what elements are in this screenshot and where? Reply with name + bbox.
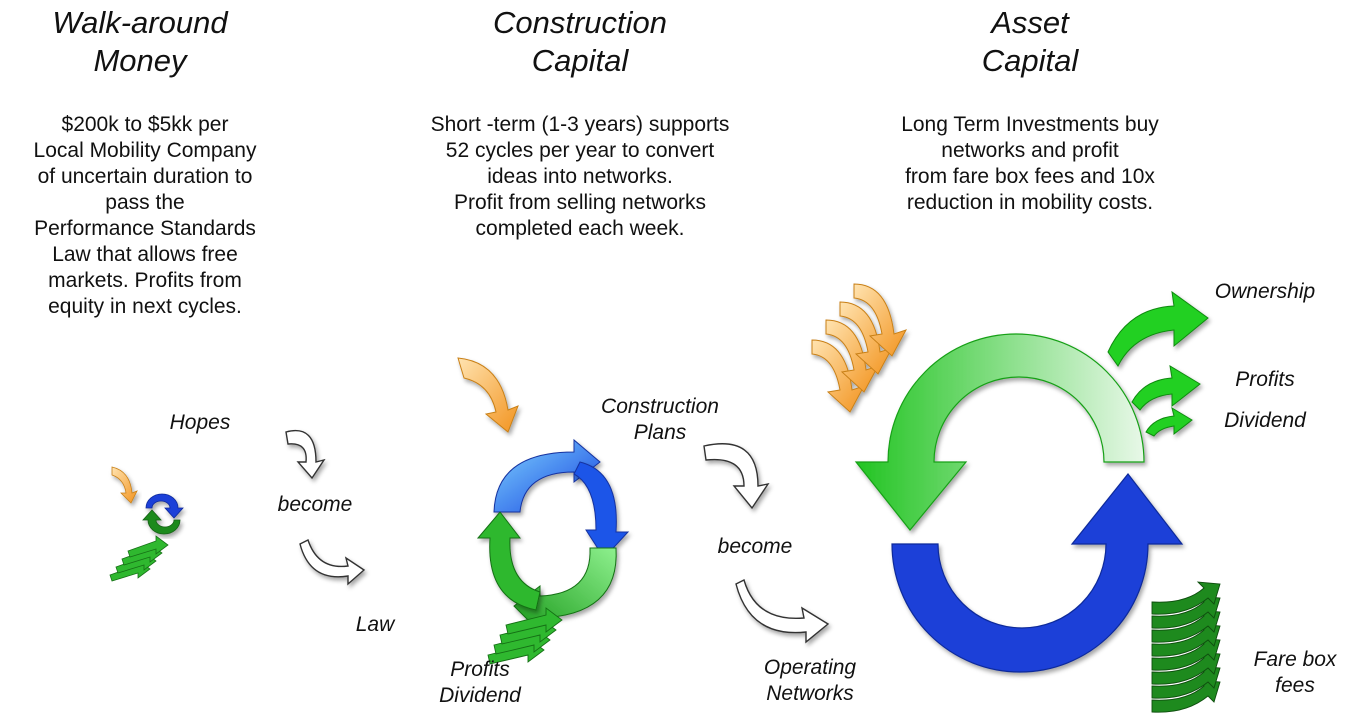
- label-text: Profits: [450, 658, 510, 681]
- blue-arrow-large: [891, 473, 1184, 673]
- label-ownership: Ownership: [1195, 279, 1335, 305]
- label-text: Networks: [766, 682, 854, 705]
- green-arrow-large: [854, 333, 1145, 531]
- label-text: Law: [355, 613, 395, 636]
- description-walk-around-money: $200k to $5kk per Local Mobility Company…: [0, 112, 290, 320]
- heading-construction-capital: Construction Capital: [440, 4, 720, 80]
- label-operating-networks: Operating Networks: [735, 655, 885, 707]
- label-text: fees: [1275, 674, 1315, 697]
- green-arrow-ownership: [1107, 290, 1209, 367]
- label-fare-box-fees: Fare box fees: [1235, 647, 1355, 699]
- label-text: Plans: [633, 421, 687, 444]
- label-text: Fare box: [1253, 648, 1337, 671]
- label-text: Dividend: [1224, 409, 1306, 432]
- white-arrow-become-law: [299, 539, 366, 586]
- description-asset-capital: Long Term Investments buy networks and p…: [860, 112, 1200, 216]
- label-profits-2: Profits: [1215, 367, 1315, 393]
- description-line: Performance Standards: [34, 217, 256, 240]
- blue-arrow-medium-right: [573, 461, 630, 559]
- orange-arrow-small: [111, 466, 138, 504]
- orange-arrow-stack-large: [811, 283, 908, 413]
- blue-arrow-medium-top: [493, 438, 601, 513]
- label-text: Ownership: [1214, 280, 1316, 303]
- heading-line: Asset: [991, 5, 1069, 40]
- description-line: $200k to $5kk per: [61, 113, 229, 136]
- green-stack-medium: [487, 607, 563, 665]
- description-line: 52 cycles per year to convert: [445, 139, 715, 162]
- heading-line: Construction: [492, 5, 668, 40]
- description-line: Local Mobility Company: [33, 139, 257, 162]
- label-construction-plans: Construction Plans: [570, 394, 750, 446]
- description-line: completed each week.: [475, 217, 685, 240]
- description-line: pass the: [105, 191, 185, 214]
- heading-asset-capital: Asset Capital: [920, 4, 1140, 80]
- heading-line: Money: [93, 43, 187, 78]
- description-line: Law that allows free: [52, 243, 238, 266]
- description-line: Profit from selling networks: [453, 191, 707, 214]
- blue-arrow-small: [145, 493, 184, 519]
- label-hopes: Hopes: [150, 410, 250, 436]
- white-arrow-plans-become: [703, 443, 770, 510]
- green-arrow-dividend: [1145, 406, 1193, 437]
- description-line: equity in next cycles.: [48, 295, 242, 318]
- green-stack-small: [109, 535, 169, 582]
- label-dividend-2: Dividend: [1205, 408, 1325, 434]
- label-profits-dividend-1: Profits Dividend: [420, 657, 540, 709]
- heading-walk-around-money: Walk-around Money: [20, 4, 260, 80]
- description-line: of uncertain duration to: [37, 165, 253, 188]
- description-line: Long Term Investments buy: [901, 113, 1159, 136]
- label-text: Construction: [601, 395, 719, 418]
- white-arrow-become-networks: [735, 578, 830, 644]
- green-arrow-small: [142, 509, 181, 535]
- label-text: Operating: [763, 656, 857, 679]
- label-text: Hopes: [169, 411, 231, 434]
- label-text: Profits: [1235, 368, 1295, 391]
- label-text: become: [717, 535, 793, 558]
- heading-line: Capital: [531, 43, 629, 78]
- orange-arrow-medium: [457, 357, 519, 433]
- heading-line: Walk-around: [52, 5, 228, 40]
- green-arrow-medium-bottom: [513, 547, 617, 632]
- green-stack-fare-box: [1151, 581, 1221, 713]
- description-line: reduction in mobility costs.: [906, 191, 1154, 214]
- label-law: Law: [340, 612, 410, 638]
- label-become-2: become: [700, 534, 810, 560]
- description-line: networks and profit: [941, 139, 1119, 162]
- white-arrow-hopes-become: [285, 430, 326, 480]
- description-construction-capital: Short -term (1-3 years) supports 52 cycl…: [370, 112, 790, 242]
- description-line: markets. Profits from: [48, 269, 242, 292]
- label-become-1: become: [260, 492, 370, 518]
- description-line: ideas into networks.: [487, 165, 673, 188]
- label-text: become: [277, 493, 353, 516]
- heading-line: Capital: [981, 43, 1079, 78]
- green-arrow-profits: [1131, 365, 1201, 411]
- description-line: from fare box fees and 10x: [905, 165, 1155, 188]
- description-line: Short -term (1-3 years) supports: [430, 113, 730, 136]
- label-text: Dividend: [439, 684, 521, 707]
- green-arrow-medium-left: [476, 511, 541, 611]
